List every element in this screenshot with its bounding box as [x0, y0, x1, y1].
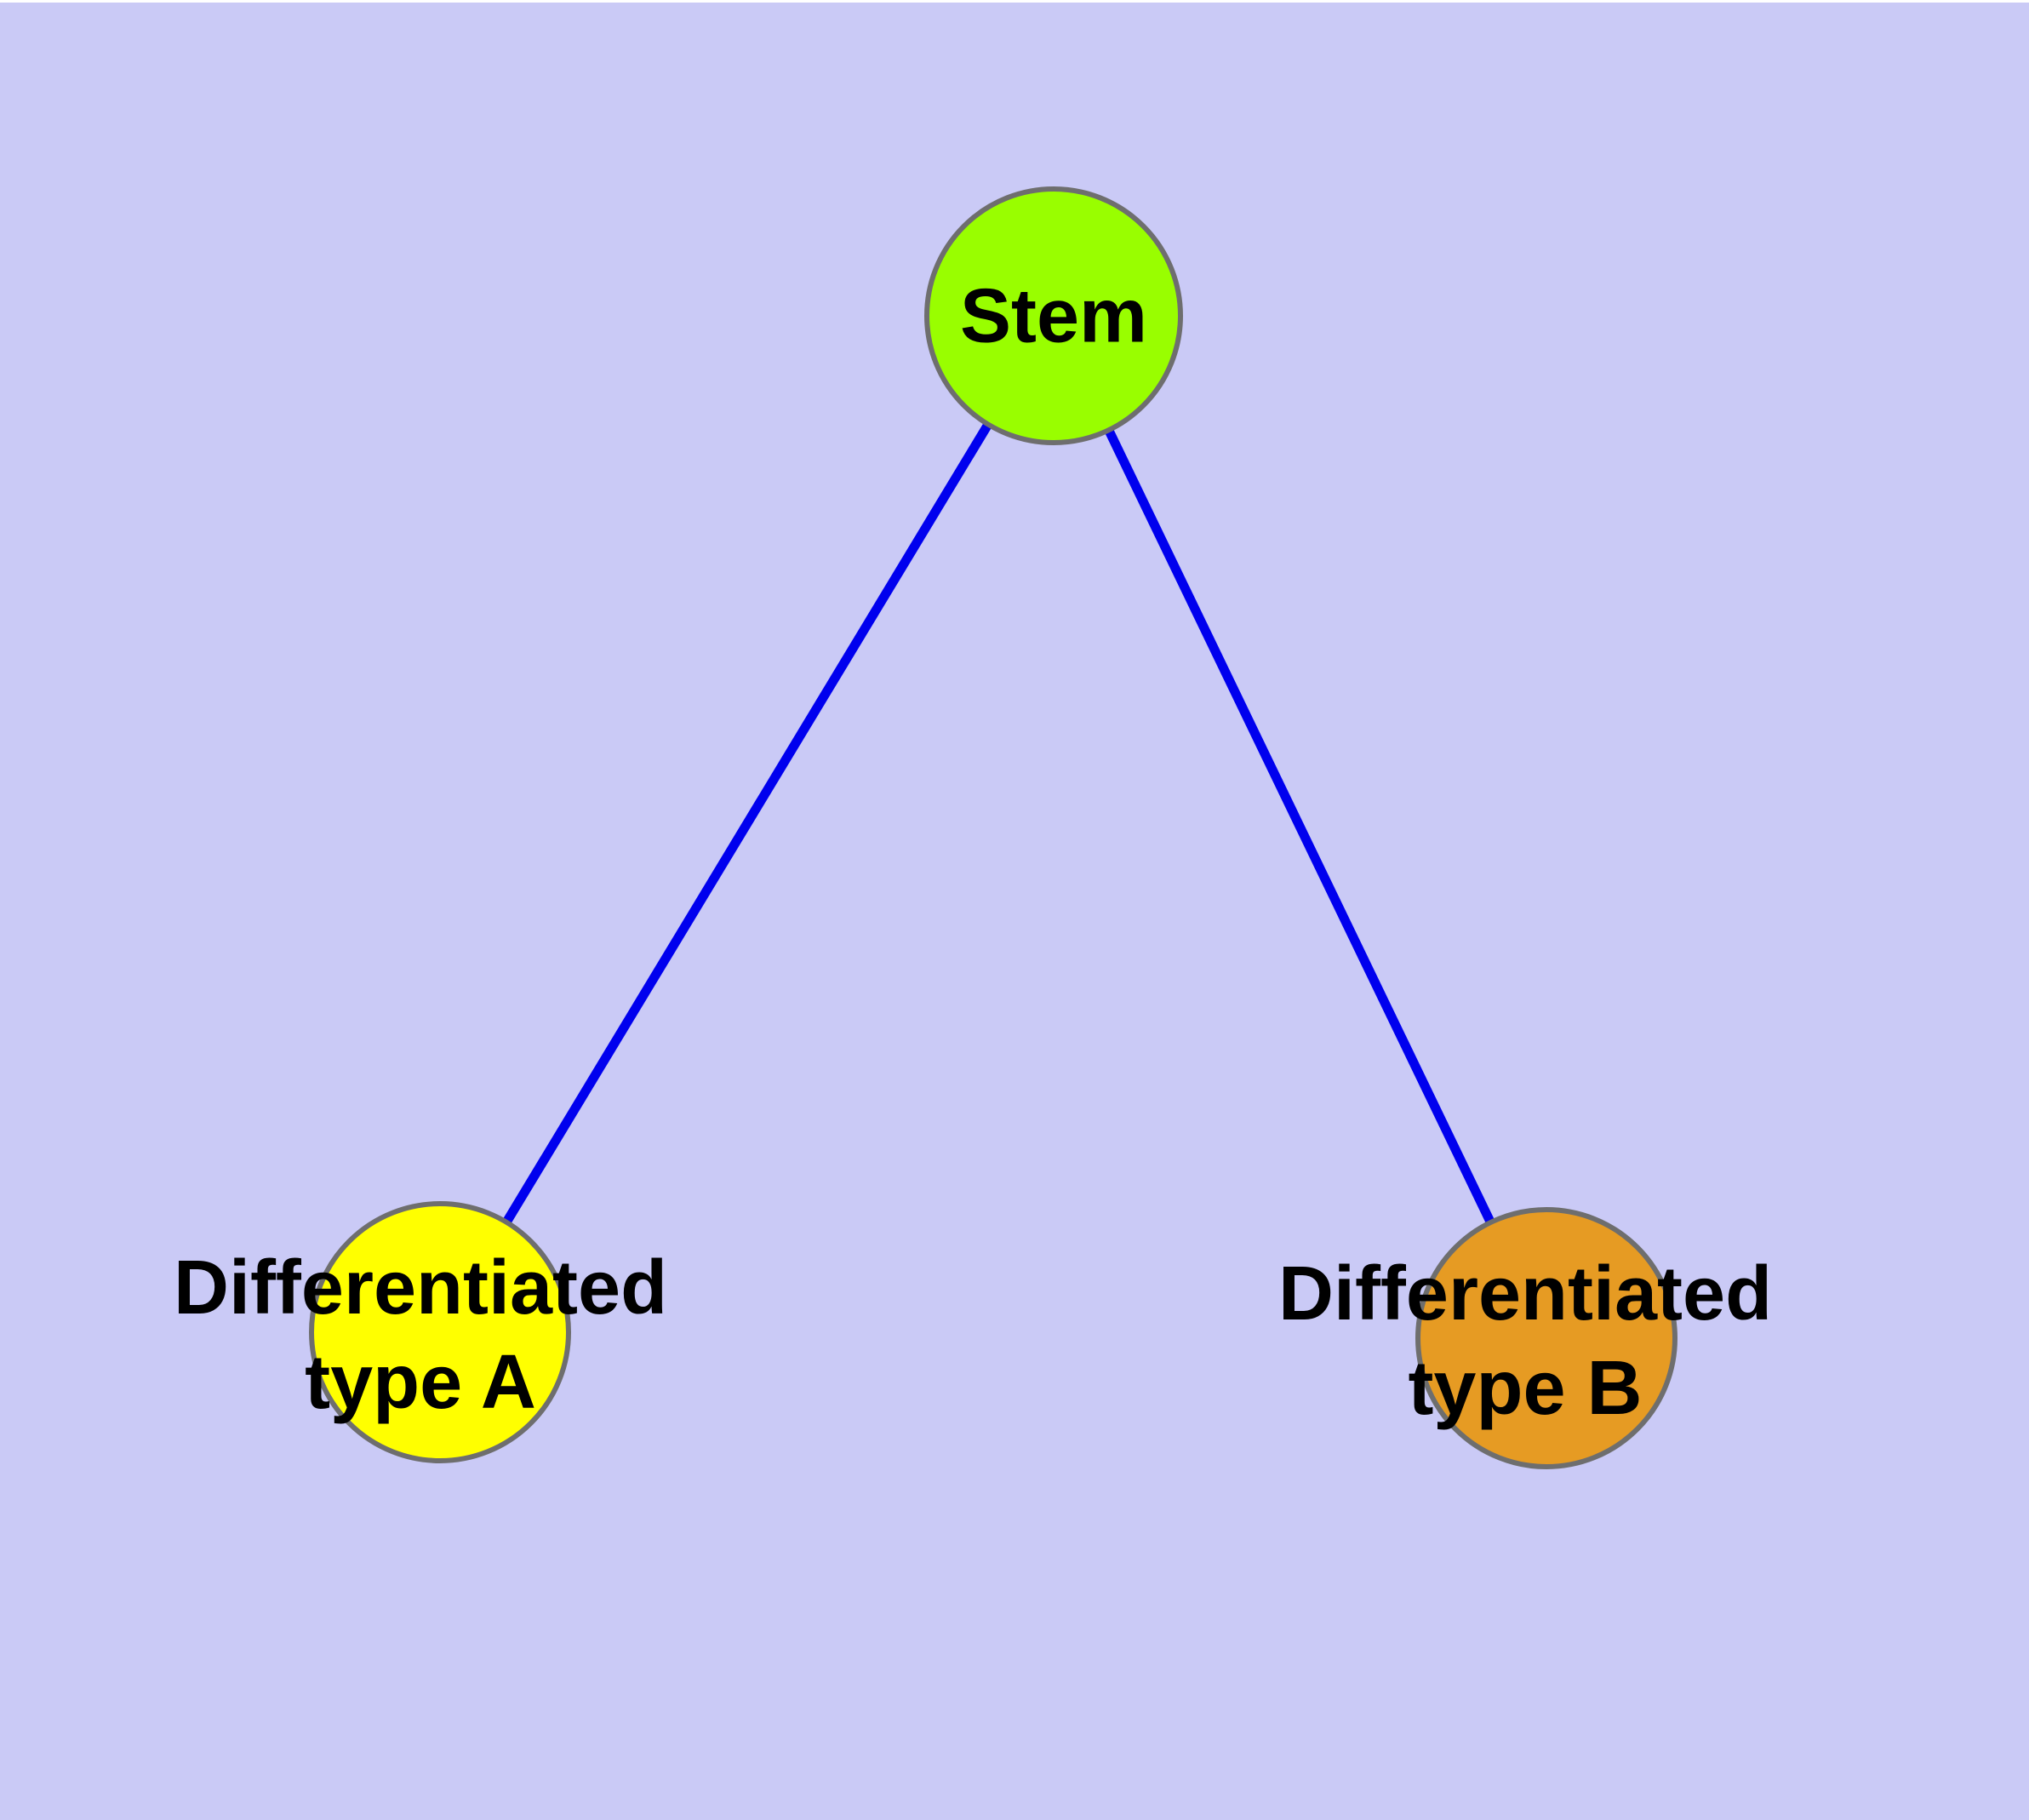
- edge-stem-to-type-b: [1049, 313, 1551, 1341]
- node-label-type-b: Differentiated type B: [1278, 1247, 1772, 1436]
- node-label-line: Differentiated: [1277, 1251, 1773, 1336]
- node-circle-stem: [924, 186, 1183, 445]
- node-label-line: type B: [1408, 1346, 1643, 1431]
- node-label-line: type A: [305, 1340, 536, 1425]
- node-label-line: Stem: [959, 273, 1148, 359]
- node-circle-type-a: [309, 1201, 571, 1463]
- edge-group: [436, 313, 1551, 1341]
- node-group: [309, 186, 1677, 1469]
- edge-stem-to-type-a: [436, 313, 1058, 1335]
- node-label-stem: Stem: [960, 270, 1147, 364]
- node-label-type-a: Differentiated type A: [174, 1241, 667, 1430]
- node-label-line: Differentiated: [173, 1245, 668, 1331]
- node-circle-type-b: [1415, 1207, 1677, 1469]
